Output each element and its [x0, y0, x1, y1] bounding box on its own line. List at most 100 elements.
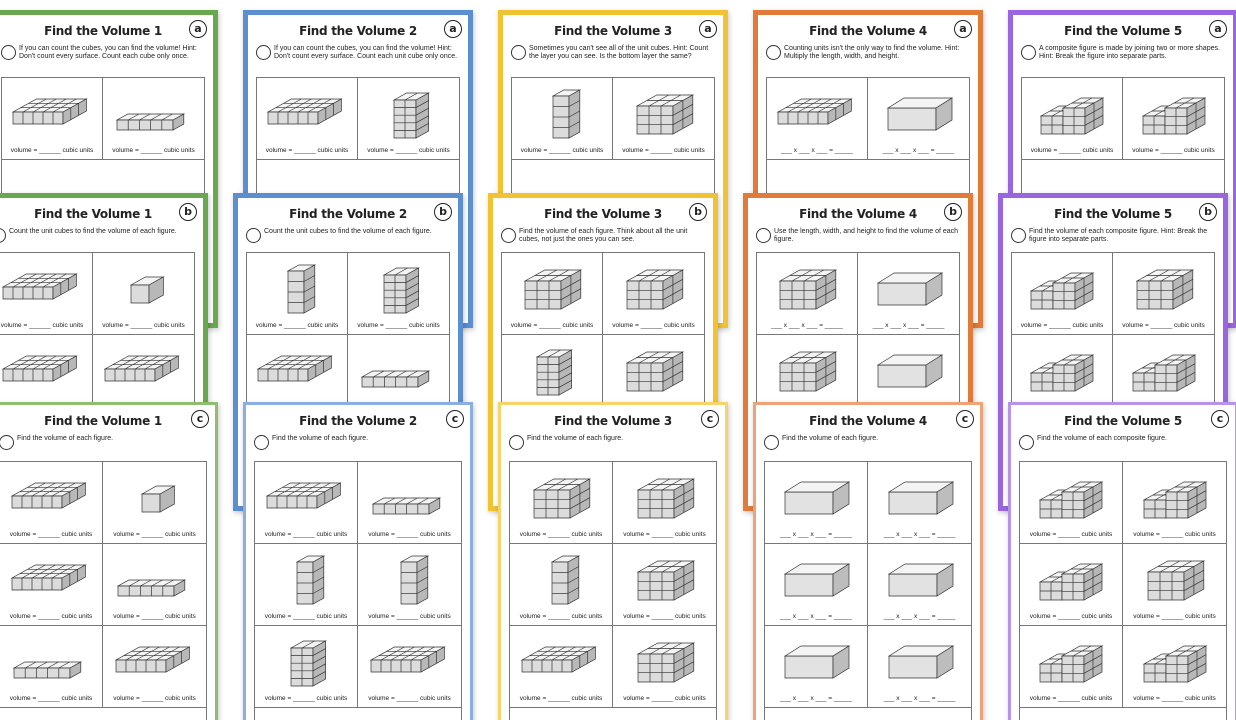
worksheet-instructions: Find the volume of each composite figure…	[1037, 435, 1167, 442]
problem-cell: volume = ______ cubic units	[502, 253, 603, 335]
cube-figure-block	[532, 478, 592, 519]
worksheet-title: Find the Volume 3	[554, 414, 672, 428]
cube-figure-tower	[399, 555, 429, 605]
worksheet-instructions: Find the volume of each figure.	[527, 435, 624, 442]
problem-cell: volume = ______ cubic units	[2, 78, 103, 160]
worksheet-title: Find the Volume 3	[554, 24, 672, 38]
answer-blank: volume = ______ cubic units	[9, 613, 93, 620]
cube-figure-block	[778, 269, 838, 310]
problem-grid: volume = ______ cubic units volume = ____…	[0, 461, 207, 720]
answer-blank: volume = ______ cubic units	[520, 147, 604, 154]
version-letter-badge: c	[701, 410, 719, 428]
problem-cell: volume = ______ cubic units	[613, 78, 714, 160]
mascot-icon	[764, 435, 779, 450]
version-letter-badge: b	[434, 203, 452, 221]
cube-figure-steps	[1029, 354, 1095, 392]
answer-blank: volume = ______ cubic units	[519, 695, 603, 702]
problem-cell: volume = ______ cubic units	[247, 253, 348, 335]
answer-blank: ___ x ___ x ___ = _____	[883, 695, 956, 702]
answer-blank: volume = ______ cubic units	[623, 531, 706, 538]
cube-figure-slab	[369, 646, 446, 673]
cube-figure-block	[635, 94, 694, 135]
worksheet-title: Find the Volume 5	[1064, 414, 1182, 428]
cube-figure-bar	[360, 370, 430, 388]
problem-cell: volume = ______ cubic units	[512, 78, 613, 160]
problem-grid: volume = ______ cubic units volume = ____…	[246, 252, 450, 506]
cube-figure-tower	[550, 555, 581, 605]
cube-figure-box	[887, 563, 954, 597]
version-letter-badge: c	[191, 410, 209, 428]
version-letter-badge: c	[1211, 410, 1229, 428]
answer-blank: volume = ______ cubic units	[1122, 322, 1205, 329]
version-letter-badge: b	[689, 203, 707, 221]
answer-blank: volume = ______ cubic units	[10, 147, 94, 154]
cube-figure-tower	[295, 555, 326, 605]
cube-figure-block	[625, 269, 684, 310]
cube-figure-block	[625, 351, 684, 392]
answer-blank: ___ x ___ x ___ = _____	[780, 613, 852, 620]
problem-cell: volume = ______ cubic units	[1012, 253, 1113, 335]
problem-cell: ___ x ___ x ___ = _____	[858, 335, 959, 417]
answer-blank: volume = ______ cubic units	[0, 322, 84, 329]
worksheet-instructions: Sometimes you can't see all of the unit …	[529, 45, 709, 60]
cube-figure-box	[783, 481, 851, 515]
answer-blank: volume = ______ cubic units	[612, 322, 695, 329]
answer-blank: ___ x ___ x ___ = _____	[771, 322, 843, 329]
cube-figure-slab	[776, 98, 853, 125]
worksheet-instructions: Count the unit cubes to find the volume …	[264, 228, 432, 235]
answer-blank: volume = ______ cubic units	[368, 695, 451, 702]
answer-blank: volume = ______ cubic units	[623, 613, 706, 620]
cube-figure-slab	[1, 355, 78, 382]
worksheet-instructions: Find the volume of each figure.	[272, 435, 369, 442]
cube-figure-steps	[1038, 645, 1104, 683]
problem-cell: volume = ______ cubic units	[93, 253, 194, 335]
problem-cell: volume = ______ cubic units	[0, 253, 93, 335]
problem-cell: ___ x ___ x ___ = _____	[767, 78, 868, 160]
problem-cell: volume = ______ cubic units	[255, 544, 358, 626]
problem-cell: ___ x ___ x ___ = _____	[868, 626, 971, 708]
problem-cell: volume = ______ cubic units	[255, 626, 358, 708]
worksheet-instructions: Use the length, width, and height to fin…	[774, 228, 959, 243]
version-letter-badge: a	[1209, 20, 1227, 38]
answer-blank: volume = ______ cubic units	[519, 531, 603, 538]
problem-cell: ___ x ___ x ___ = _____	[868, 462, 971, 544]
mascot-icon	[509, 435, 524, 450]
worksheet-instructions: Find the volume of each composite figure…	[1029, 228, 1208, 243]
problem-cell: volume = ______ cubic units	[358, 626, 461, 708]
answer-blank: ___ x ___ x ___ = _____	[872, 322, 945, 329]
problem-cell: volume = ______ cubic units	[255, 462, 358, 544]
problem-cell: volume = ______ cubic units	[257, 78, 358, 160]
cube-figure-bar	[115, 113, 185, 131]
cube-figure-slab	[265, 482, 342, 509]
problem-cell: volume = ______ cubic units	[510, 544, 613, 626]
answer-blank: volume = ______ cubic units	[357, 322, 440, 329]
version-letter-badge: a	[189, 20, 207, 38]
cube-figure-steps	[1131, 354, 1196, 392]
version-letter-badge: b	[1199, 203, 1217, 221]
problem-cell: volume = ______ cubic units	[1123, 626, 1226, 708]
answer-blank: volume = ______ cubic units	[113, 531, 196, 538]
mascot-icon	[1011, 228, 1026, 243]
worksheet-title: Find the Volume 2	[299, 414, 417, 428]
problem-cell: volume = ______ cubic units	[613, 462, 716, 544]
version-letter-badge: a	[699, 20, 717, 38]
problem-cell: volume = ______ cubic units	[1123, 462, 1226, 544]
problem-cell: volume = ______ cubic units	[1123, 544, 1226, 626]
problem-cell: volume = ______ cubic units	[1123, 78, 1224, 160]
cube-figure-slab	[114, 646, 191, 673]
cube-figure-bar	[116, 579, 186, 597]
mascot-icon	[254, 435, 269, 450]
problem-cell: volume = ______ cubic units	[1020, 544, 1123, 626]
cube-figure-cube	[129, 276, 165, 304]
mascot-icon	[1021, 45, 1036, 60]
answer-blank: ___ x ___ x ___ = _____	[780, 695, 852, 702]
worksheet-title: Find the Volume 3	[544, 207, 662, 221]
worksheet-title: Find the Volume 1	[34, 207, 152, 221]
mascot-icon	[766, 45, 781, 60]
problem-cell: volume = ______ cubic units	[1020, 626, 1123, 708]
cube-figure-bar	[12, 661, 83, 679]
cube-figure-cube	[140, 485, 176, 513]
